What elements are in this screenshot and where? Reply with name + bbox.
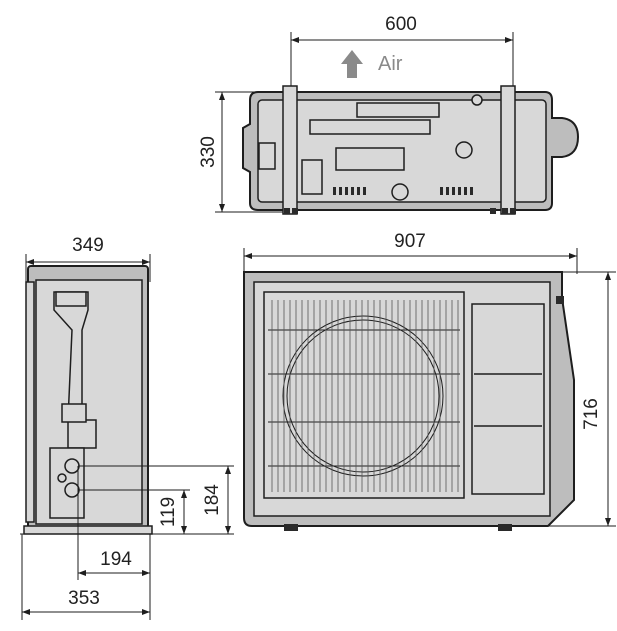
valve-height-upper-label: 184 — [202, 484, 223, 516]
front-width-label: 907 — [394, 231, 426, 252]
top-width-label: 600 — [385, 14, 417, 35]
air-label: Air — [378, 53, 403, 75]
front-view: 907 716 — [243, 231, 616, 531]
valve-height-lower-label: 119 — [158, 497, 179, 527]
front-height-label: 716 — [581, 398, 602, 430]
up-arrow-icon — [341, 50, 363, 78]
top-depth-label: 330 — [198, 136, 219, 168]
side-depth-top-label: 349 — [72, 235, 104, 256]
top-view: 600 Air 330 — [198, 14, 580, 215]
valve-offset-label: 194 — [100, 549, 132, 570]
side-depth-bottom-label: 353 — [68, 588, 100, 609]
side-view: 349 184 119 — [20, 235, 234, 620]
